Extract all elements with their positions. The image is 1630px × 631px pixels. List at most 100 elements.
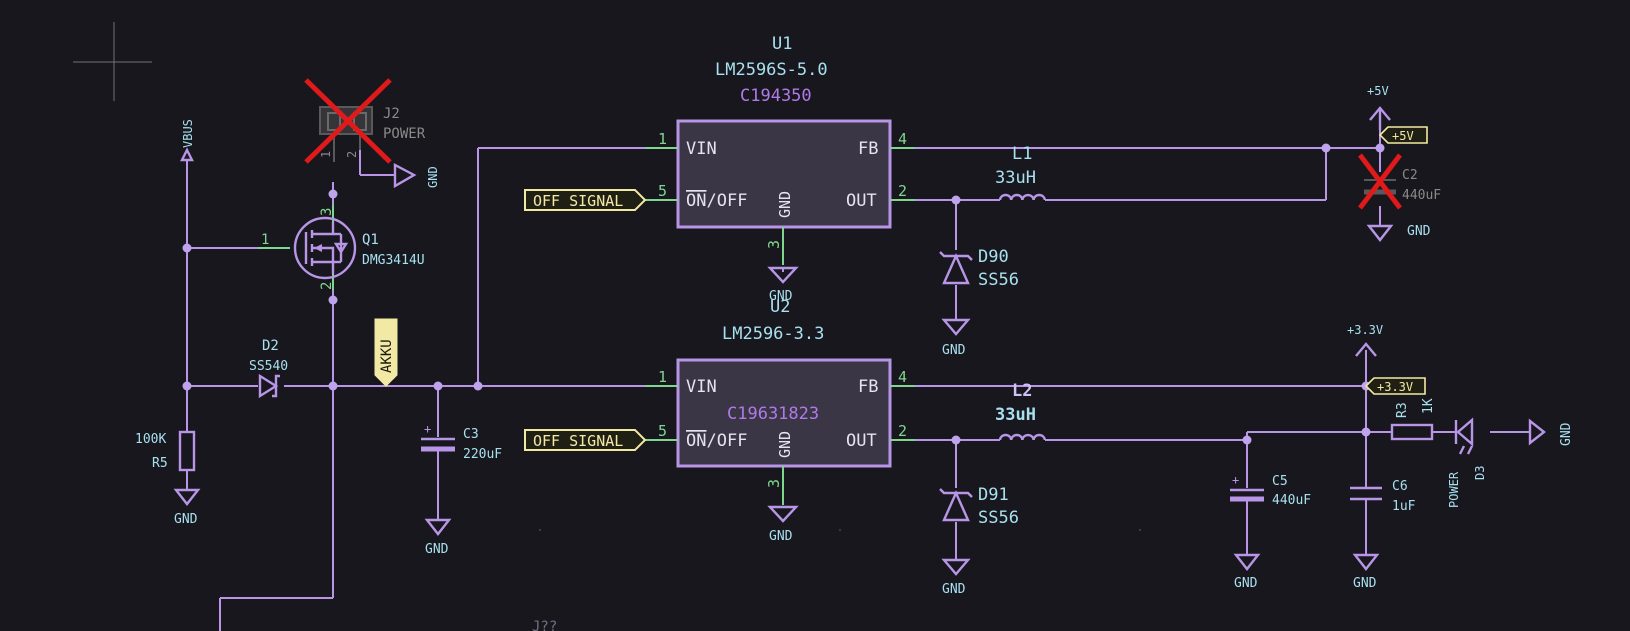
- svg-text:GND: GND: [769, 289, 793, 304]
- resistor-r3[interactable]: R3 1K: [1390, 398, 1436, 441]
- diode-d91[interactable]: D91 SS56: [939, 485, 1019, 528]
- plus5v-net-label[interactable]: +5V: [1378, 126, 1428, 144]
- j2-value: POWER: [383, 126, 426, 142]
- q1-ref: Q1: [362, 232, 379, 248]
- u2-value: LM2596-3.3: [722, 324, 824, 344]
- plus33v-power-port[interactable]: +3.3V: [1347, 323, 1383, 357]
- u1-value: LM2596S-5.0: [715, 60, 828, 80]
- svg-text:AKKU: AKKU: [379, 339, 395, 373]
- c3-value: 220uF: [463, 447, 502, 462]
- svg-text:GND: GND: [769, 529, 793, 544]
- r3-ref: R3: [1395, 402, 1410, 418]
- partial-ref: J??: [532, 619, 557, 631]
- mosfet-q1[interactable]: 1 3 2 Q1 DMG3414U: [258, 205, 425, 290]
- svg-text:GND: GND: [425, 542, 449, 557]
- svg-text:3: 3: [765, 479, 783, 488]
- inductor-l1[interactable]: L1 33uH: [995, 144, 1046, 201]
- svg-text:GND: GND: [942, 582, 966, 597]
- d91-value: SS56: [978, 508, 1019, 528]
- gnd-symbol-c5: GND: [1233, 553, 1261, 591]
- svg-text:GND: GND: [1559, 422, 1574, 446]
- r5-ref: R5: [152, 456, 168, 471]
- dnp-cross-icon: [1358, 153, 1402, 210]
- c2-value: 440uF: [1402, 188, 1441, 203]
- svg-text:+3.3V: +3.3V: [1347, 323, 1383, 337]
- gnd-symbol-u2: GND: [767, 505, 799, 544]
- d2-ref: D2: [262, 338, 279, 354]
- connector-j2[interactable]: 1 2 J2 POWER: [304, 78, 426, 164]
- gnd-symbol-d91: GND: [941, 558, 971, 597]
- svg-text:5: 5: [658, 422, 667, 440]
- resistor-r5[interactable]: 100K R5: [135, 430, 196, 472]
- off-signal-label-u1[interactable]: OFF_SIGNAL: [524, 189, 647, 211]
- svg-text:GND: GND: [174, 512, 198, 527]
- d3-ref: D3: [1473, 466, 1487, 480]
- svg-text:2: 2: [898, 422, 907, 440]
- capacitor-c2[interactable]: C2 440uF: [1358, 153, 1441, 210]
- gnd-symbol-d90: GND: [941, 318, 971, 358]
- plus5v-power-port[interactable]: +5V: [1367, 84, 1391, 130]
- r5-value: 100K: [135, 432, 166, 447]
- capacitor-c3[interactable]: + C3 220uF: [421, 422, 502, 462]
- svg-text:+5V: +5V: [1392, 129, 1414, 143]
- svg-text:+3.3V: +3.3V: [1377, 380, 1413, 394]
- plus33v-net-label[interactable]: +3.3V: [1364, 377, 1426, 395]
- svg-text:2: 2: [898, 182, 907, 200]
- c2-ref: C2: [1402, 168, 1418, 183]
- u2-lcsc: C19631823: [727, 404, 819, 424]
- vbus-label: VBUS: [181, 119, 195, 148]
- d91-ref: D91: [978, 485, 1009, 505]
- svg-text:1: 1: [658, 368, 667, 386]
- u1-pin-out: OUT: [846, 191, 877, 211]
- svg-text:3: 3: [765, 240, 783, 249]
- u2-pin-vin: VIN: [686, 377, 717, 397]
- u2-pin-out: OUT: [846, 431, 877, 451]
- u2-pin-fb: FB: [858, 377, 878, 397]
- c6-ref: C6: [1392, 479, 1408, 494]
- dnp-cross-icon: [304, 78, 392, 164]
- u1-pin-onoff: ON/OFF: [686, 191, 747, 211]
- svg-text:4: 4: [898, 368, 907, 386]
- svg-text:4: 4: [898, 130, 907, 148]
- wires[interactable]: [186, 130, 1530, 631]
- d2-value: SS540: [249, 359, 288, 374]
- u2-ref: U2: [770, 297, 790, 317]
- vbus-power-port[interactable]: VBUS: [180, 119, 195, 162]
- svg-text:GND: GND: [1407, 224, 1431, 239]
- regulator-u1[interactable]: U1 LM2596S-5.0 C194350 1 5 4 2 3 VIN ON/…: [645, 34, 915, 265]
- capacitor-c6[interactable]: C6 1uF: [1350, 479, 1416, 514]
- u1-ref: U1: [772, 34, 792, 54]
- q1-pin3: 3: [319, 208, 335, 216]
- d3-value: POWER: [1447, 471, 1461, 508]
- j2-pin2: 2: [345, 151, 359, 158]
- crosshair-cursor: [73, 22, 152, 101]
- c5-value: 440uF: [1272, 493, 1311, 508]
- akku-net-label[interactable]: AKKU: [374, 318, 398, 387]
- off-signal-label-u2[interactable]: OFF_SIGNAL: [524, 429, 647, 451]
- svg-text:GND: GND: [1234, 576, 1258, 591]
- l1-value: 33uH: [995, 168, 1036, 188]
- u1-lcsc: C194350: [740, 86, 812, 106]
- capacitor-c5[interactable]: + C5 440uF: [1230, 473, 1311, 508]
- j2-ref: J2: [383, 106, 400, 122]
- svg-text:5: 5: [658, 182, 667, 200]
- regulator-u2[interactable]: U2 LM2596-3.3 C19631823 1 5 4 2 3 VIN ON…: [645, 297, 915, 505]
- c3-ref: C3: [463, 427, 479, 442]
- d90-ref: D90: [978, 247, 1009, 267]
- gnd-symbol-c6: GND: [1352, 553, 1380, 591]
- svg-text:OFF_SIGNAL: OFF_SIGNAL: [533, 192, 623, 210]
- gnd-symbol-d3: GND: [1528, 418, 1574, 446]
- c6-value: 1uF: [1392, 499, 1416, 514]
- u1-pin-gnd: GND: [776, 191, 794, 218]
- led-d3[interactable]: POWER D3: [1447, 417, 1487, 508]
- gnd-symbol-c3: GND: [424, 518, 452, 557]
- gnd-symbol-r5: GND: [173, 488, 201, 527]
- svg-text:GND: GND: [942, 343, 966, 358]
- diode-d90[interactable]: D90 SS56: [939, 247, 1019, 290]
- diode-d2[interactable]: D2 SS540: [249, 338, 288, 399]
- c5-ref: C5: [1272, 474, 1288, 489]
- q1-pin2: 2: [319, 282, 335, 290]
- u1-pin-fb: FB: [858, 139, 878, 159]
- inductor-l2[interactable]: L2 33uH: [995, 381, 1046, 441]
